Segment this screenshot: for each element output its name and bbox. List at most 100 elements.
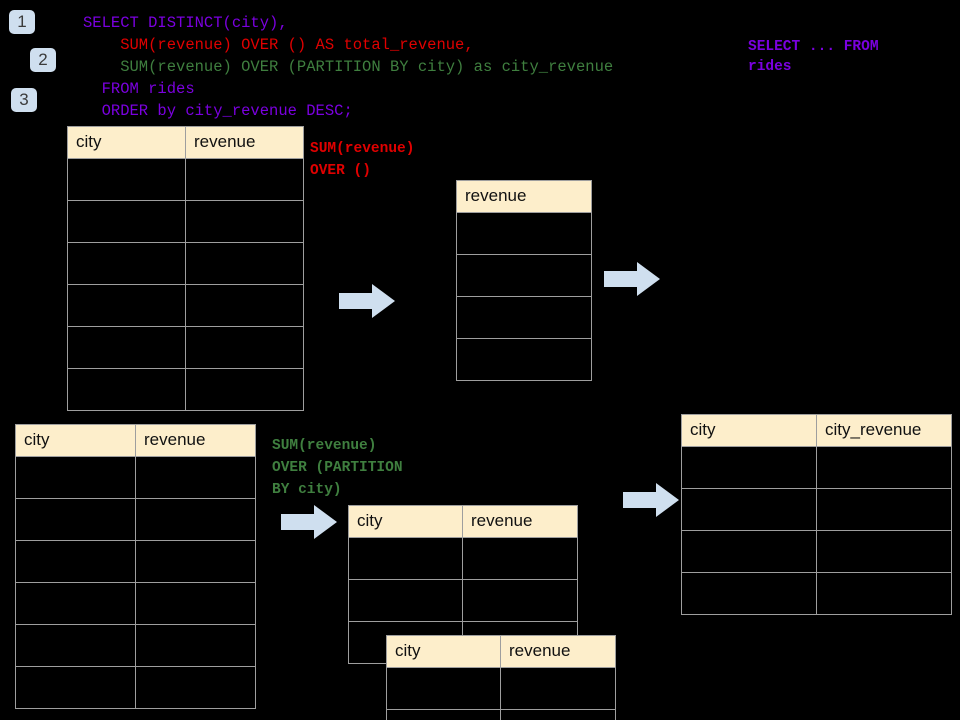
cell-city <box>15 582 136 625</box>
table-row <box>348 579 578 622</box>
annotation-sum-over-partition-line3: BY city) <box>272 482 342 498</box>
cell-city <box>681 488 817 531</box>
table-header-row: city revenue <box>386 635 616 668</box>
column-header-revenue: revenue <box>185 126 304 159</box>
cell-city <box>386 709 501 720</box>
cell-revenue <box>500 709 616 720</box>
table-row <box>15 540 256 583</box>
sql-line-sum-over-partition: SUM(revenue) OVER (PARTITION BY city) as… <box>83 58 614 76</box>
column-header-city: city <box>67 126 186 159</box>
cell-revenue <box>185 326 304 369</box>
cell-revenue <box>456 338 592 381</box>
cell-city <box>15 498 136 541</box>
table-row <box>67 242 304 285</box>
cell-revenue <box>185 158 304 201</box>
cell-city <box>67 326 186 369</box>
column-header-revenue: revenue <box>135 424 256 457</box>
table-header-row: city city_revenue <box>681 414 952 447</box>
table-row <box>386 667 616 710</box>
table-row <box>681 530 952 573</box>
table-row <box>456 254 592 297</box>
cell-city <box>681 530 817 573</box>
table-row <box>15 582 256 625</box>
cell-city-revenue <box>816 488 952 531</box>
column-header-city: city <box>348 505 463 538</box>
arrow-head <box>637 262 660 296</box>
step-badge-3[interactable]: 3 <box>11 88 37 112</box>
column-header-city: city <box>386 635 501 668</box>
table-row <box>681 446 952 489</box>
cell-revenue <box>456 212 592 255</box>
arrow-head <box>314 505 337 539</box>
arrow-head <box>372 284 395 318</box>
partition-group-table-front: city revenue <box>386 635 616 720</box>
annotation-sum-over-partition-line2: OVER (PARTITION <box>272 460 403 476</box>
table-row <box>348 537 578 580</box>
arrow-head <box>656 483 679 517</box>
cell-revenue <box>185 284 304 327</box>
cell-city <box>67 368 186 411</box>
sql-line-sum-over-empty: SUM(revenue) OVER () AS total_revenue, <box>83 36 474 54</box>
table-row <box>15 624 256 667</box>
cell-revenue <box>500 667 616 710</box>
annotation-select-from-line1: SELECT ... FROM <box>748 39 879 55</box>
annotation-select-from-line2: rides <box>748 59 792 75</box>
cell-city <box>67 242 186 285</box>
cell-revenue <box>185 242 304 285</box>
rides-source-table: city revenue <box>67 126 304 411</box>
cell-city <box>15 624 136 667</box>
cell-city-revenue <box>816 446 952 489</box>
step-badge-2-label: 2 <box>38 50 48 69</box>
table-row <box>456 296 592 339</box>
table-row <box>681 572 952 615</box>
column-header-revenue: revenue <box>500 635 616 668</box>
table-row <box>15 498 256 541</box>
cell-city-revenue <box>816 572 952 615</box>
annotation-sum-over-empty-line1: SUM(revenue) <box>310 141 415 157</box>
step-badge-2[interactable]: 2 <box>30 48 56 72</box>
step-badge-1[interactable]: 1 <box>9 10 35 34</box>
cell-city <box>15 456 136 499</box>
cell-revenue <box>462 537 578 580</box>
table-header-row: city revenue <box>67 126 304 159</box>
cell-revenue <box>456 296 592 339</box>
cell-city <box>67 284 186 327</box>
table-row <box>67 368 304 411</box>
sql-line-order-by: ORDER by city_revenue DESC; <box>83 102 353 120</box>
cell-city <box>681 572 817 615</box>
table-header-row: city revenue <box>348 505 578 538</box>
cell-revenue <box>135 624 256 667</box>
table-row <box>456 212 592 255</box>
table-row <box>386 709 616 720</box>
sql-line-from-rides: FROM rides <box>83 80 195 98</box>
cell-revenue <box>135 540 256 583</box>
arrow-total-to-result <box>604 262 660 296</box>
column-header-revenue: revenue <box>462 505 578 538</box>
arrow-source-to-total <box>339 284 395 318</box>
cell-city <box>67 200 186 243</box>
column-header-city: city <box>681 414 817 447</box>
arrow-shaft <box>281 514 317 530</box>
table-row <box>456 338 592 381</box>
column-header-city-revenue: city_revenue <box>816 414 952 447</box>
arrow-shaft <box>339 293 375 309</box>
table-row <box>67 284 304 327</box>
step-badge-1-label: 1 <box>17 12 27 31</box>
cell-revenue <box>135 666 256 709</box>
cell-city-revenue <box>816 530 952 573</box>
cell-revenue <box>135 456 256 499</box>
table-row <box>15 666 256 709</box>
rides-source-table-partition: city revenue <box>15 424 256 709</box>
arrow-partition-to-result <box>623 483 679 517</box>
cell-revenue <box>462 579 578 622</box>
city-revenue-result-table: city city_revenue <box>681 414 952 615</box>
arrow-shaft <box>604 271 640 287</box>
cell-revenue <box>185 200 304 243</box>
table-header-row: revenue <box>456 180 592 213</box>
column-header-revenue: revenue <box>456 180 592 213</box>
table-row <box>67 158 304 201</box>
total-revenue-table: revenue <box>456 180 592 381</box>
table-row <box>67 326 304 369</box>
cell-city <box>15 666 136 709</box>
